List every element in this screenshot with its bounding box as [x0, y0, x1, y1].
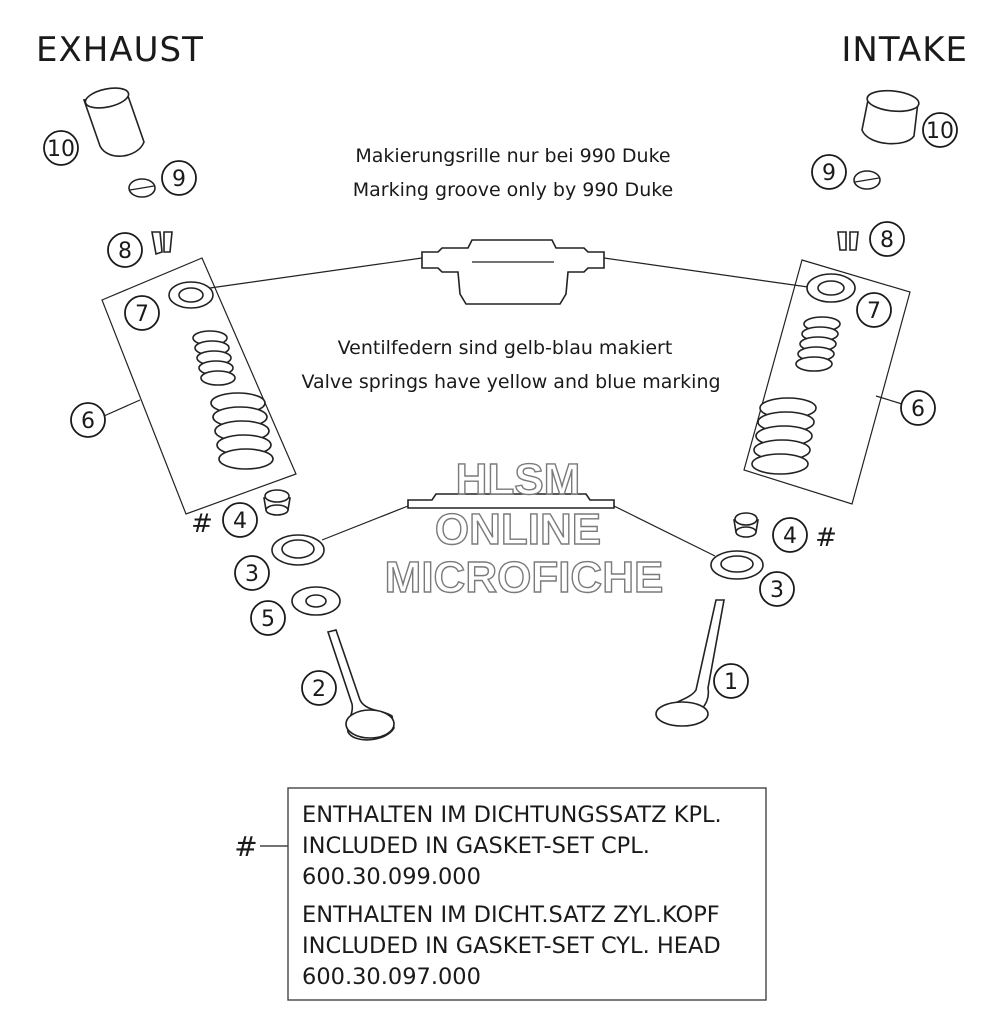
exhaust-heading: EXHAUST — [36, 30, 204, 70]
legend-line-5: INCLUDED IN GASKET-SET CYL. HEAD — [302, 933, 721, 959]
exhaust-callout-7: 7 — [124, 295, 160, 331]
springs-note-de: Ventilfedern sind gelb-blau makiert — [338, 337, 673, 359]
exhaust-callout-9: 9 — [161, 160, 197, 196]
exhaust-retainer-part — [168, 281, 214, 309]
intake-retainer-part — [806, 273, 856, 303]
intake-stem-seal-part — [733, 512, 759, 538]
exhaust-inner-spring-part — [192, 330, 236, 386]
exhaust-outer-spring-part — [210, 392, 274, 470]
svg-text:7: 7 — [867, 299, 881, 324]
leader-seal-intake — [613, 505, 716, 557]
svg-text:8: 8 — [880, 228, 894, 253]
seal-detail-profile — [407, 493, 615, 509]
exhaust-washer-part — [291, 586, 341, 616]
svg-text:6: 6 — [911, 397, 925, 422]
exhaust-callout-8: 8 — [107, 232, 143, 268]
svg-text:ONLINE: ONLINE — [435, 505, 601, 554]
intake-callout-10: 10 — [922, 112, 958, 148]
svg-text:10: 10 — [926, 119, 954, 144]
intake-leader-6 — [875, 395, 903, 405]
svg-text:3: 3 — [245, 562, 259, 587]
exhaust-valve-part — [326, 629, 395, 741]
legend-line-4: ENTHALTEN IM DICHT.SATZ ZYL.KOPF — [302, 902, 720, 928]
leader-groove-exhaust — [209, 257, 423, 289]
intake-callout-8: 8 — [869, 221, 905, 257]
intake-shim-part — [853, 170, 881, 190]
svg-text:3: 3 — [770, 578, 784, 603]
leader-groove-intake — [603, 257, 816, 289]
intake-callout-1: 1 — [713, 663, 749, 699]
svg-text:7: 7 — [135, 302, 149, 327]
intake-tappet-part — [861, 89, 920, 145]
exhaust-hash-marker: # — [191, 509, 213, 539]
svg-text:MICROFICHE: MICROFICHE — [385, 553, 664, 602]
intake-valve-part — [655, 599, 725, 727]
groove-detail-profile — [421, 239, 605, 305]
groove-note-en: Marking groove only by 990 Duke — [353, 179, 674, 201]
legend-line-3: 600.30.099.000 — [302, 864, 481, 890]
exhaust-callout-6: 6 — [70, 402, 106, 438]
svg-text:HLSM: HLSM — [456, 455, 581, 504]
intake-callout-4: 4 — [772, 517, 808, 553]
groove-note-de: Makierungsrille nur bei 990 Duke — [355, 145, 670, 167]
svg-text:4: 4 — [783, 524, 797, 549]
leader-seal-exhaust — [321, 505, 409, 541]
legend-line-2: INCLUDED IN GASKET-SET CPL. — [302, 833, 650, 859]
intake-spring-set-box — [743, 259, 911, 505]
intake-collets-part — [837, 231, 859, 251]
legend-hash-marker: # — [234, 830, 257, 863]
exhaust-callout-3: 3 — [234, 555, 270, 591]
exhaust-collets-part — [151, 231, 173, 256]
exhaust-tappet-part — [82, 87, 145, 157]
gasket-set-legend-box — [287, 787, 767, 1001]
intake-spring-seat-part — [710, 550, 764, 580]
svg-text:10: 10 — [47, 137, 75, 162]
svg-text:2: 2 — [312, 677, 326, 702]
svg-text:8: 8 — [118, 239, 132, 264]
exhaust-callout-5: 5 — [250, 600, 286, 636]
svg-text:9: 9 — [822, 161, 836, 186]
watermark: HLSM ONLINE MICROFICHE — [384, 454, 664, 602]
springs-note-en: Valve springs have yellow and blue marki… — [301, 371, 720, 393]
intake-callout-6: 6 — [900, 390, 936, 426]
exhaust-stem-seal-part — [263, 489, 291, 516]
intake-callout-3: 3 — [759, 571, 795, 607]
svg-text:1: 1 — [724, 670, 738, 695]
intake-hash-marker: # — [815, 523, 837, 553]
intake-heading: INTAKE — [841, 30, 968, 70]
intake-outer-spring-part — [751, 397, 817, 475]
exhaust-spring-set-box — [101, 257, 297, 515]
legend-line-1: ENTHALTEN IM DICHTUNGSSATZ KPL. — [302, 802, 722, 828]
exhaust-spring-seat-part — [271, 534, 325, 566]
svg-text:5: 5 — [261, 607, 275, 632]
svg-text:9: 9 — [172, 167, 186, 192]
legend-line-6: 600.30.097.000 — [302, 964, 481, 990]
svg-text:4: 4 — [233, 509, 247, 534]
exhaust-leader-6 — [103, 399, 141, 417]
exhaust-callout-4: 4 — [222, 502, 258, 538]
intake-callout-9: 9 — [811, 154, 847, 190]
intake-callout-7: 7 — [856, 292, 892, 328]
svg-text:6: 6 — [81, 409, 95, 434]
exhaust-shim-part — [128, 178, 156, 198]
exhaust-callout-10: 10 — [43, 130, 79, 166]
exhaust-callout-2: 2 — [301, 670, 337, 706]
intake-inner-spring-part — [795, 316, 841, 372]
